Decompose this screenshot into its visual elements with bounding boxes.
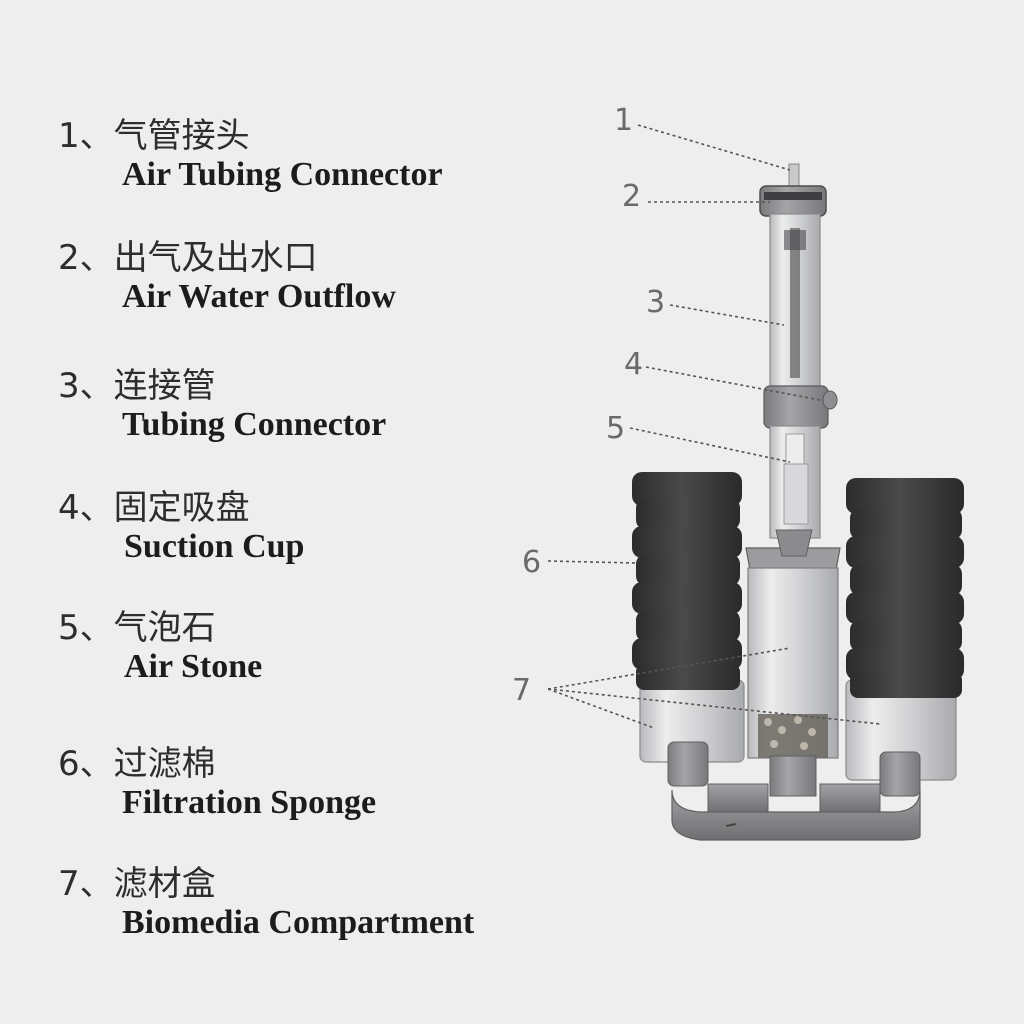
callout-1: 1 [614, 103, 633, 138]
upper-tube [769, 213, 821, 391]
callout-6: 6 [522, 545, 541, 580]
filter-diagram: 1 2 3 4 5 6 7 [512, 103, 964, 841]
callout-7: 7 [512, 673, 531, 708]
legend-en-label: Suction Cup [124, 528, 305, 565]
legend-en-label: Filtration Sponge [122, 784, 377, 821]
legend-en-label: Tubing Connector [122, 406, 387, 443]
legend-en-label: Air Stone [124, 648, 263, 685]
central-chamber [745, 529, 841, 797]
legend-cn-label: 1、气管接头 [58, 116, 250, 156]
left-filtration-sponge [632, 472, 745, 763]
base-manifold [667, 741, 921, 841]
callout-leaders [547, 124, 881, 729]
callout-numbers: 1 2 3 4 5 6 7 [512, 103, 665, 708]
right-filtration-sponge [845, 478, 964, 781]
legend-cn-label: 5、气泡石 [58, 608, 216, 648]
legend-en-label: Air Tubing Connector [122, 156, 443, 193]
legend-cn-label: 2、出气及出水口 [58, 238, 318, 278]
legend-item-7: 7、滤材盒 Biomedia Compartment [58, 864, 578, 942]
legend-cn-label: 4、固定吸盘 [58, 488, 250, 528]
legend-cn-label: 6、过滤棉 [58, 744, 216, 784]
callout-2: 2 [622, 179, 641, 214]
legend-cn-label: 7、滤材盒 [58, 864, 216, 904]
callout-5: 5 [606, 411, 625, 446]
callout-4: 4 [624, 347, 643, 382]
legend-en-label: Air Water Outflow [122, 278, 396, 315]
suction-cup [763, 385, 838, 429]
legend-item-1: 1、气管接头 Air Tubing Connector [58, 116, 578, 194]
legend-item-4: 4、固定吸盘 Suction Cup [58, 488, 578, 566]
parts-legend: 1、气管接头 Air Tubing Connector 2、出气及出水口 Air… [58, 0, 578, 1024]
legend-cn-label: 3、连接管 [58, 366, 216, 406]
legend-en-label: Biomedia Compartment [122, 904, 475, 941]
legend-item-2: 2、出气及出水口 Air Water Outflow [58, 238, 578, 316]
legend-item-3: 3、连接管 Tubing Connector [58, 366, 578, 444]
legend-item-6: 6、过滤棉 Filtration Sponge [58, 744, 578, 822]
air-water-outflow-cap [759, 185, 827, 217]
callout-3: 3 [646, 285, 665, 320]
air-stone [783, 463, 809, 525]
legend-item-5: 5、气泡石 Air Stone [58, 608, 578, 686]
